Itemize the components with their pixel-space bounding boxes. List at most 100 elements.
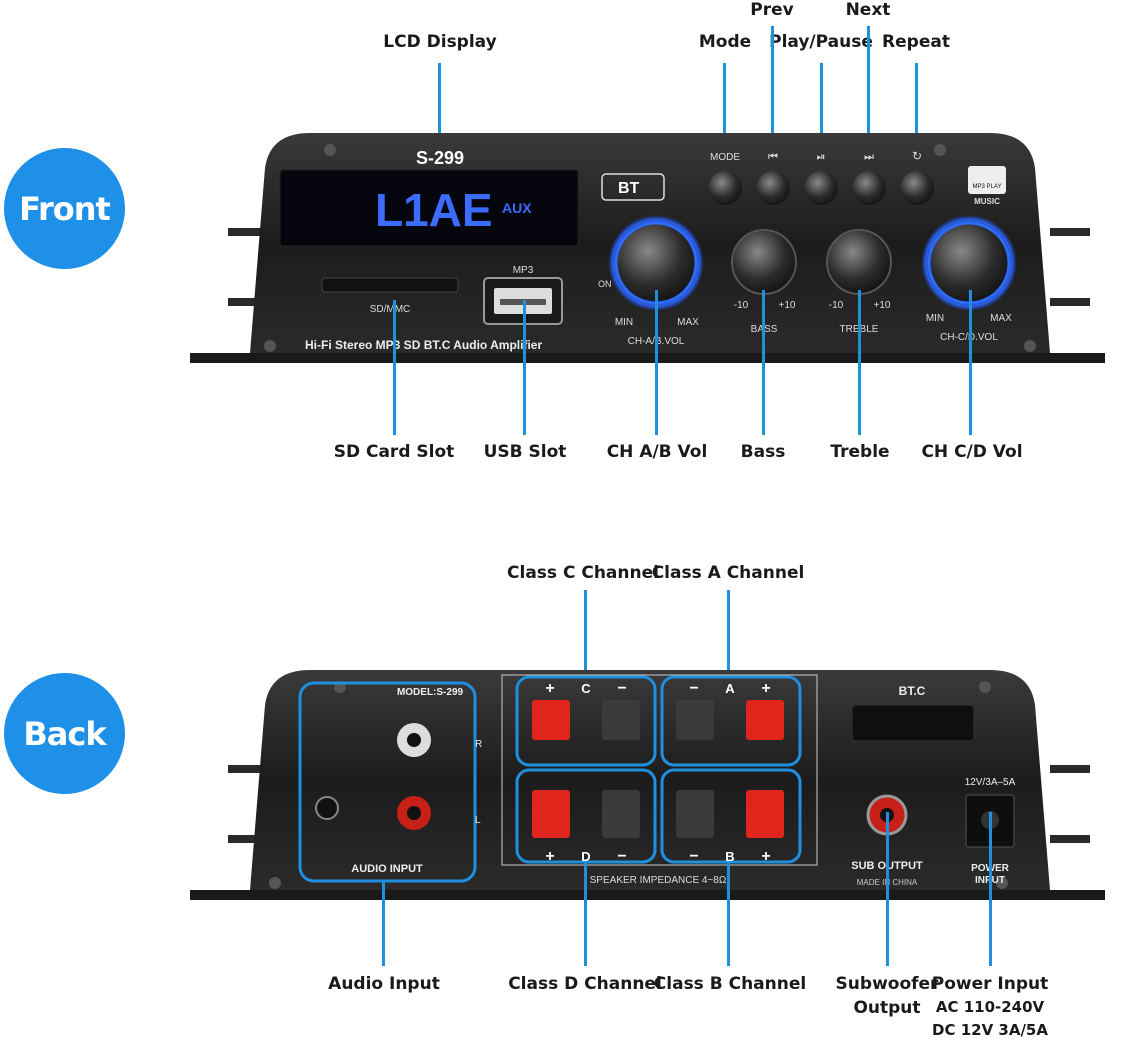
terminal-a-negative[interactable] xyxy=(676,700,714,740)
r-text: R xyxy=(475,739,482,750)
treble-plus10: +10 xyxy=(874,300,891,311)
label-subwoofer-line1: Subwoofer xyxy=(835,974,939,994)
speaker-impedance-text: SPEAKER IMPEDANCE 4~8Ω xyxy=(590,875,727,886)
front-fin-right-2 xyxy=(1050,298,1090,306)
front-fin-left-2 xyxy=(228,298,268,306)
label-bass: Bass xyxy=(740,442,786,462)
screw xyxy=(934,144,946,156)
repeat-button[interactable] xyxy=(900,171,934,205)
back-model: MODEL:S-299 xyxy=(397,687,464,698)
back-fin-right-1 xyxy=(1050,765,1090,773)
front-base-rail xyxy=(190,353,1105,363)
label-ch-cd-vol: CH C/D Vol xyxy=(921,442,1023,462)
leader-play xyxy=(820,63,823,171)
prev-button[interactable] xyxy=(756,171,790,205)
lcd-digits: L1AE xyxy=(375,184,493,236)
leader-usb xyxy=(523,300,526,435)
play-pause-icon: ⏯ xyxy=(817,151,826,163)
a-letter: A xyxy=(725,681,735,696)
cd-max: MAX xyxy=(990,313,1012,324)
btc-antenna xyxy=(851,704,975,742)
label-sd-card-slot: SD Card Slot xyxy=(333,442,455,462)
b-letter: B xyxy=(725,849,734,864)
music-text: MUSIC xyxy=(974,197,1000,206)
rca-left-pin xyxy=(407,806,421,820)
front-fin-left-1 xyxy=(228,228,268,236)
treble-knob[interactable] xyxy=(826,229,892,295)
class-c-highlight xyxy=(515,675,657,767)
cd-min: MIN xyxy=(926,313,944,324)
ab-min: MIN xyxy=(615,317,633,328)
sd-card-slot[interactable] xyxy=(321,277,459,293)
next-icon: ⏭ xyxy=(864,151,874,163)
c-plus: + xyxy=(545,680,554,697)
play-pause-button[interactable] xyxy=(804,171,838,205)
leader-power-input xyxy=(989,812,992,966)
b-plus: + xyxy=(761,848,770,865)
audio-input-text: AUDIO INPUT xyxy=(351,863,423,875)
audio-input-highlight xyxy=(298,681,477,883)
c-minus: − xyxy=(617,680,626,697)
label-class-d-channel: Class D Channel xyxy=(508,974,662,994)
label-ch-ab-vol: CH A/B Vol xyxy=(606,442,708,462)
power-rating-text: 12V/3A–5A xyxy=(965,777,1016,788)
label-repeat: Repeat xyxy=(882,32,950,52)
front-badge-label: Front xyxy=(19,189,111,228)
aux-jack[interactable] xyxy=(315,796,339,820)
label-usb-slot: USB Slot xyxy=(483,442,567,462)
terminal-d-negative[interactable] xyxy=(602,790,640,838)
back-badge-label: Back xyxy=(23,714,106,753)
lcd-display xyxy=(279,169,579,247)
d-minus: − xyxy=(617,848,626,865)
front-panel: L1AE AUX S-299 BT MODE ⏮ ⏯ ⏭ ↻ MP3 PLAY … xyxy=(190,133,1105,363)
label-treble: Treble xyxy=(830,442,890,462)
ab-max: MAX xyxy=(677,317,699,328)
terminal-c-positive[interactable] xyxy=(532,700,570,740)
repeat-icon: ↻ xyxy=(912,149,922,163)
front-badge: Front xyxy=(4,148,125,269)
d-plus: + xyxy=(545,848,554,865)
a-plus: + xyxy=(761,680,770,697)
a-minus: − xyxy=(689,680,698,697)
label-play-pause: Play/Pause xyxy=(769,32,873,52)
screw xyxy=(996,877,1008,889)
back-base-rail xyxy=(190,890,1105,900)
front-fin-right-1 xyxy=(1050,228,1090,236)
btc-text: BT.C xyxy=(899,684,926,698)
speaker-terminal-frame xyxy=(501,674,818,866)
terminal-b-positive[interactable] xyxy=(746,790,784,838)
label-mode: Mode xyxy=(698,32,752,52)
leader-mode xyxy=(723,63,726,171)
label-power-line1: Power Input xyxy=(931,974,1049,994)
mp3-play-text: MP3 PLAY xyxy=(973,184,1002,190)
back-fin-left-1 xyxy=(228,765,268,773)
bt-badge: BT xyxy=(618,180,640,197)
sd-mmc-text: SD/MMC xyxy=(370,304,411,315)
bt-badge-frame xyxy=(601,173,665,201)
terminal-c-negative[interactable] xyxy=(602,700,640,740)
leader-class-d xyxy=(584,862,587,966)
b-minus: − xyxy=(689,848,698,865)
next-button[interactable] xyxy=(852,171,886,205)
class-b-highlight xyxy=(660,768,802,864)
front-model: S-299 xyxy=(416,148,464,168)
mode-button[interactable] xyxy=(708,171,742,205)
l-text: L xyxy=(475,815,481,826)
label-next: Next xyxy=(845,0,891,20)
leader-chab xyxy=(655,290,658,435)
leader-prev xyxy=(771,26,774,171)
leader-treble xyxy=(858,290,861,435)
label-class-c-channel: Class C Channel xyxy=(507,563,659,583)
back-badge: Back xyxy=(4,673,125,794)
terminal-d-positive[interactable] xyxy=(532,790,570,838)
terminal-b-negative[interactable] xyxy=(676,790,714,838)
bass-plus10: +10 xyxy=(779,300,796,311)
bass-knob[interactable] xyxy=(731,229,797,295)
mp3-text: MP3 xyxy=(513,265,534,276)
leader-chcd xyxy=(969,290,972,435)
terminal-a-positive[interactable] xyxy=(746,700,784,740)
label-prev: Prev xyxy=(750,0,794,20)
leader-audio-input xyxy=(382,880,385,966)
screw xyxy=(269,877,281,889)
leader-bass xyxy=(762,290,765,435)
